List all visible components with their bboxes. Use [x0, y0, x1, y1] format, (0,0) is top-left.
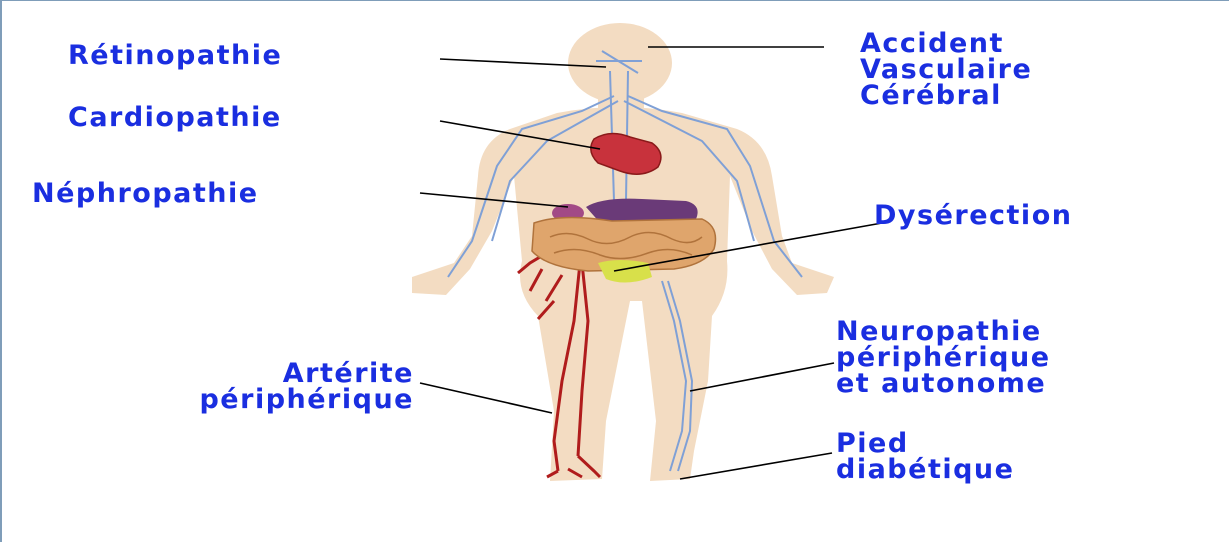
leader-arterite [420, 383, 552, 413]
label-arterite-line2: périphérique [42, 387, 414, 413]
label-cardiopathie: Cardiopathie [68, 105, 282, 131]
label-avc: Accident Vasculaire Cérébral [860, 31, 1032, 109]
label-avc-line3: Cérébral [860, 83, 1032, 109]
label-dyserection: Dysérection [874, 203, 1072, 229]
label-nephropathie: Néphropathie [32, 181, 259, 207]
label-neuropathie: Neuropathie périphérique et autonome [836, 319, 1051, 397]
label-neuropathie-line3: et autonome [836, 371, 1051, 397]
leader-neuropathie [690, 363, 834, 391]
label-arterite: Artérite périphérique [42, 361, 414, 413]
label-pied-line2: diabétique [836, 457, 1014, 483]
label-pied: Pied diabétique [836, 431, 1014, 483]
label-retinopathie: Rétinopathie [68, 43, 282, 69]
leader-pied [680, 453, 832, 479]
